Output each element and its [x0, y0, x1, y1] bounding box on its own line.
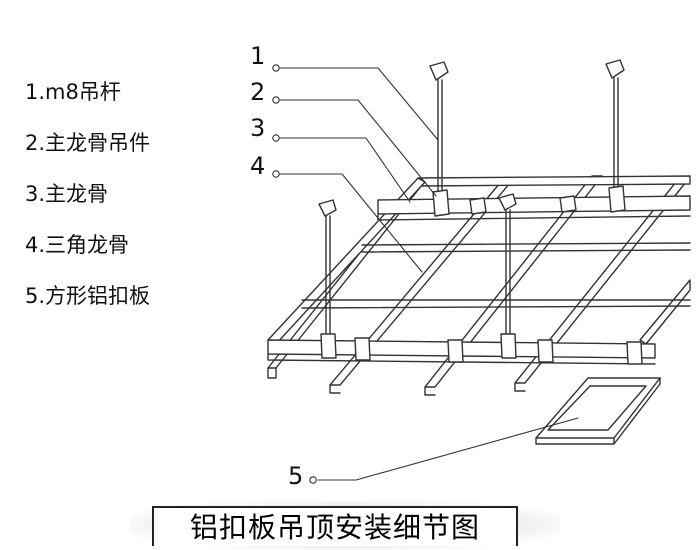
keel-hangers [320, 185, 643, 365]
legend-item-main-keel: 3.主龙骨 [25, 182, 109, 206]
square-aluminum-panel [535, 377, 661, 445]
legend-item-triangle-keel: 4.三角龙骨 [25, 233, 130, 257]
callout-leader-4 [279, 173, 423, 273]
main-keel-hanger [608, 185, 626, 213]
callout-marker-5 [309, 476, 317, 484]
callout-leader-2 [279, 99, 437, 197]
legend-item-square-panel: 5.方形铝扣板 [25, 284, 151, 308]
keel-clip [559, 195, 577, 213]
callout-number-4: 4 [250, 152, 265, 180]
suspension-rod [318, 199, 337, 341]
callout-leader-1 [279, 67, 439, 141]
callout-marker-2 [272, 96, 280, 104]
callout-marker-3 [272, 134, 280, 142]
callout-number-5: 5 [288, 462, 303, 490]
suspension-rod [429, 61, 449, 199]
callout-leaders [272, 64, 579, 484]
callout-leader-3 [279, 137, 411, 203]
cross-rails [301, 242, 691, 309]
suspension-rod [498, 193, 517, 339]
suspension-rod [605, 59, 625, 197]
diagram-caption: 铝扣板吊顶安装细节图 [152, 506, 518, 546]
callout-marker-1 [272, 64, 280, 72]
callout-number-1: 1 [250, 42, 265, 70]
main-keel-hanger [432, 189, 450, 217]
legend-item-suspension-rod: 1.m8吊杆 [25, 80, 121, 104]
suspension-rods [318, 59, 625, 341]
right-edge-rail [639, 279, 691, 345]
keel-clip [469, 197, 487, 215]
keel-clip [626, 341, 643, 365]
main-keel [377, 195, 691, 221]
callout-leader-5 [317, 417, 579, 481]
callout-marker-4 [272, 170, 280, 178]
callout-number-2: 2 [250, 78, 265, 106]
main-keel-hanger [500, 333, 517, 359]
keel-clip [447, 339, 464, 363]
main-keel-hanger [320, 333, 337, 359]
legend-list: 1.m8吊杆 2.主龙骨吊件 3.主龙骨 4.三角龙骨 5.方形铝扣板 [25, 78, 150, 333]
legend-item-main-keel-hanger: 2.主龙骨吊件 [25, 131, 151, 155]
callout-number-3: 3 [250, 114, 265, 142]
keel-clip [537, 339, 554, 363]
keel-clip [354, 337, 371, 361]
triangle-keels [267, 175, 691, 396]
top-edge-rail [417, 175, 691, 187]
